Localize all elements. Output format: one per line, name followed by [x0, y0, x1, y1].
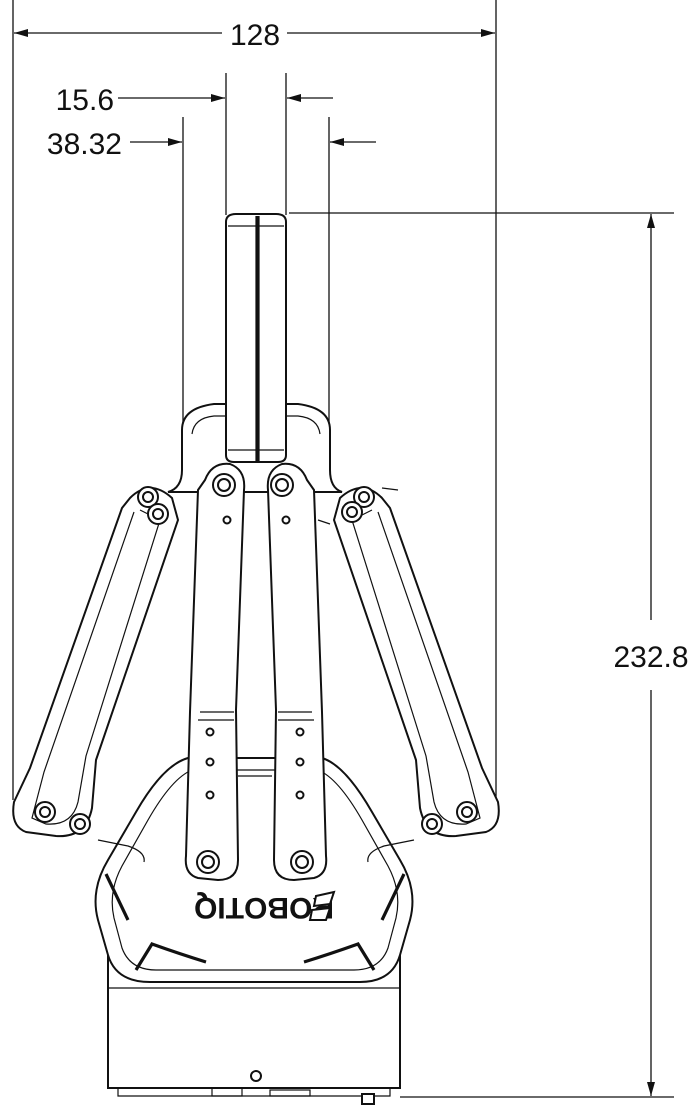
width-dimension-38-32: 38.32: [47, 117, 376, 430]
dim-total-height: 232.8: [613, 641, 688, 674]
dim-finger-width: 15.6: [56, 84, 114, 117]
lower-palm-housing: [94, 757, 414, 983]
right-outer-link: [317, 486, 500, 863]
height-dimension-232-8: 232.8: [289, 212, 689, 1098]
center-finger: [225, 213, 287, 463]
width-dimension-15-6: 15.6: [56, 73, 333, 215]
width-dimension-128: 128: [12, 0, 497, 800]
right-inner-link: [266, 462, 328, 882]
dim-palm-width: 38.32: [47, 128, 122, 161]
logo-mark-icon: [308, 890, 336, 921]
left-inner-link: [184, 462, 246, 882]
left-outer-link: [12, 486, 180, 863]
robotiq-logo: ROBOTIQ: [194, 890, 336, 924]
dim-total-width: 128: [230, 19, 280, 52]
gripper-outline: ROBOTIQ: [12, 213, 500, 1105]
